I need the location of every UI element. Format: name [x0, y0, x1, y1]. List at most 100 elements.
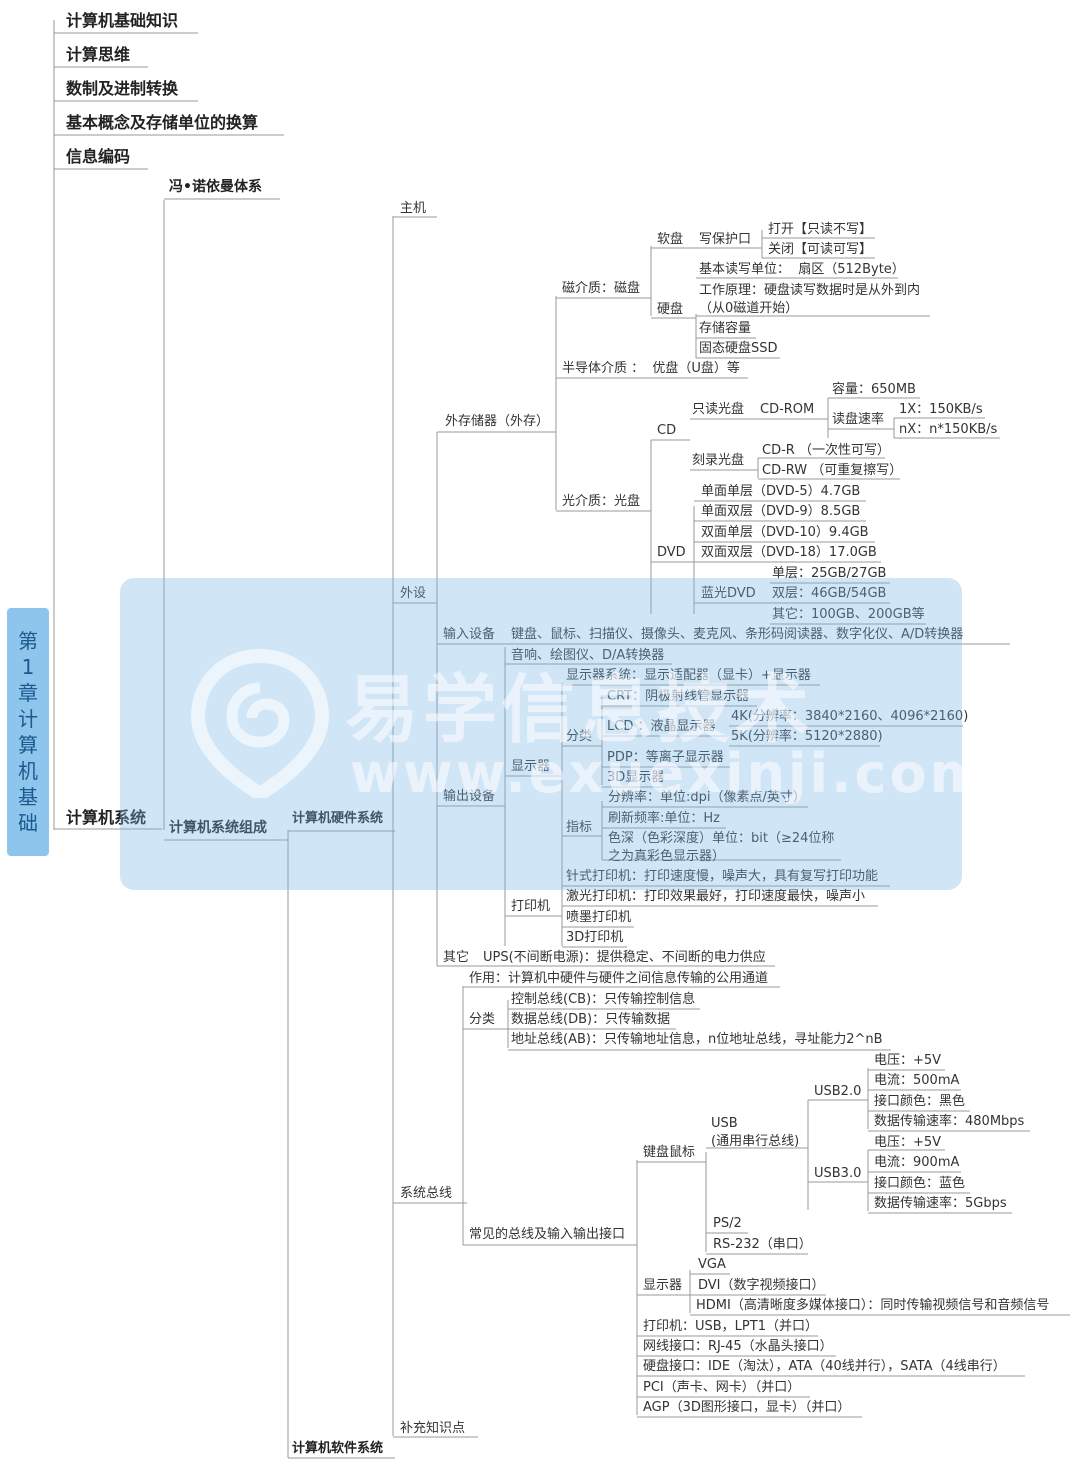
node-interfaces[interactable]: 常见的总线及输入输出接口	[469, 1227, 626, 1242]
leaf-laser[interactable]: 激光打印机：打印效果最好，打印速度最快，噪声小	[566, 889, 866, 904]
node-write-protect[interactable]: 写保护口	[699, 232, 752, 247]
leaf-dvi[interactable]: DVI（数字视频接口）	[698, 1278, 825, 1293]
node-output-devices[interactable]: 输出设备	[443, 789, 496, 804]
leaf-inkjet[interactable]: 喷墨打印机	[566, 910, 632, 925]
node-magnetic[interactable]: 磁介质：磁盘	[562, 281, 641, 296]
node-usb[interactable]: USB (通用串行总线)	[711, 1116, 800, 1149]
leaf-ps2[interactable]: PS/2	[713, 1216, 742, 1231]
node-cdrom[interactable]: CD-ROM	[760, 402, 815, 417]
leaf-resolution[interactable]: 分辨率：单位:dpi（像素点/英寸）	[608, 790, 806, 805]
leaf-wp-close[interactable]: 关闭【可读可写】	[768, 242, 873, 257]
leaf-agp[interactable]: AGP（3D图形接口，显卡）（并口）	[643, 1400, 851, 1415]
leaf-address-bus[interactable]: 地址总线(AB)：只传输地址信息，n位地址总线，寻址能力2^nB	[511, 1032, 883, 1047]
leaf-cdrw[interactable]: CD-RW （可重复擦写）	[762, 463, 903, 478]
leaf-pci[interactable]: PCI（声卡、网卡）（并口）	[643, 1380, 801, 1395]
leaf-hd-ssd[interactable]: 固态硬盘SSD	[699, 341, 778, 356]
topic-number-systems[interactable]: 数制及进制转换	[66, 79, 179, 98]
leaf-rs232[interactable]: RS-232（串口）	[713, 1237, 812, 1252]
leaf-usb3-color[interactable]: 接口颜色：蓝色	[874, 1176, 966, 1191]
leaf-refresh-rate[interactable]: 刷新频率:单位：Hz	[608, 811, 720, 826]
leaf-usb3-voltage[interactable]: 电压：+5V	[874, 1135, 942, 1150]
leaf-wp-open[interactable]: 打开【只读不写】	[768, 222, 873, 237]
leaf-lcd-5k[interactable]: 5K(分辨率：5120*2880)	[731, 729, 883, 744]
node-peripheral[interactable]: 外设	[400, 586, 427, 601]
leaf-dvd-18[interactable]: 双面双层（DVD-18）17.0GB	[701, 545, 877, 560]
node-display[interactable]: 显示器	[511, 759, 551, 774]
node-kbm[interactable]: 键盘鼠标	[643, 1145, 696, 1160]
leaf-dvd-10[interactable]: 双面单层（DVD-10）9.4GB	[701, 525, 869, 540]
leaf-capacity[interactable]: 容量：650MB	[832, 382, 916, 397]
leaf-usb2-voltage[interactable]: 电压：+5V	[874, 1053, 942, 1068]
leaf-rate-1x[interactable]: 1X：150KB/s	[899, 402, 983, 417]
leaf-usb2-current[interactable]: 电流：500mA	[874, 1073, 960, 1088]
topic-computer-system[interactable]: 计算机系统	[66, 808, 147, 827]
node-usb3[interactable]: USB3.0	[814, 1166, 862, 1181]
leaf-control-bus[interactable]: 控制总线(CB)：只传输控制信息	[511, 992, 696, 1007]
leaf-3d-printer[interactable]: 3D打印机	[566, 930, 624, 945]
node-floppy[interactable]: 软盘	[657, 232, 684, 247]
node-burn-disc[interactable]: 刻录光盘	[692, 453, 745, 468]
leaf-display-system[interactable]: 显示器系统：显示适配器（显卡）+显示器	[566, 668, 811, 683]
leaf-output-misc[interactable]: 音响、绘图仪、D/A转换器	[511, 648, 665, 663]
node-input-devices[interactable]: 输入设备	[443, 627, 496, 642]
node-dvd[interactable]: DVD	[657, 545, 686, 560]
leaf-3d-display[interactable]: 3D显示器	[607, 770, 665, 785]
leaf-printer-interface[interactable]: 打印机：USB，LPT1（并口）	[643, 1319, 818, 1334]
node-supplement[interactable]: 补充知识点	[400, 1421, 466, 1436]
leaf-usb3-rate[interactable]: 数据传输速率：5Gbps	[874, 1196, 1007, 1211]
node-monitor-interface[interactable]: 显示器	[643, 1278, 683, 1293]
node-lcd[interactable]: LCD ：液晶显示器	[607, 719, 716, 734]
leaf-hd-principle[interactable]: 工作原理：硬盘读写数据时是从外到内 （从0磁道开始）	[699, 283, 921, 316]
node-optical[interactable]: 光介质：光盘	[562, 494, 641, 509]
node-semiconductor[interactable]: 半导体介质 ： 优盘（U盘）等	[562, 361, 740, 376]
leaf-hd-capacity[interactable]: 存储容量	[699, 321, 752, 336]
leaf-usb2-rate[interactable]: 数据传输速率：480Mbps	[874, 1114, 1025, 1129]
node-cd[interactable]: CD	[657, 423, 677, 438]
leaf-ups[interactable]: UPS(不间断电源)：提供稳定、不间断的电力供应	[483, 950, 766, 965]
leaf-pdp[interactable]: PDP：等离子显示器	[607, 750, 724, 765]
node-external-storage[interactable]: 外存储器（外存）	[445, 414, 550, 429]
topic-computational-thinking[interactable]: 计算思维	[66, 45, 131, 64]
node-other[interactable]: 其它	[443, 950, 470, 965]
leaf-lcd-4k[interactable]: 4K(分辨率：3840*2160、4096*2160)	[731, 709, 969, 724]
leaf-color-depth[interactable]: 色深（色彩深度）单位：bit（≥24位称 之为真彩色显示器）	[608, 831, 835, 864]
node-bluray[interactable]: 蓝光DVD	[701, 586, 756, 601]
leaf-usb2-color[interactable]: 接口颜色：黑色	[874, 1094, 966, 1109]
leaf-input-list[interactable]: 键盘、鼠标、扫描仪、摄像头、麦克风、条形码阅读器、数字化仪、A/D转换器	[511, 627, 964, 642]
root-topic[interactable]: 第1章 计算机基础	[7, 608, 49, 856]
node-system-bus[interactable]: 系统总线	[400, 1186, 453, 1201]
node-read-rate[interactable]: 读盘速率	[832, 412, 885, 427]
topic-storage-units[interactable]: 基本概念及存储单位的换算	[66, 113, 259, 132]
node-bus-classify[interactable]: 分类	[469, 1012, 496, 1027]
leaf-bluray-other[interactable]: 其它：100GB、200GB等	[772, 607, 925, 622]
leaf-dvd-9[interactable]: 单面双层（DVD-9）8.5GB	[701, 504, 861, 519]
leaf-disk-interface[interactable]: 硬盘接口：IDE（淘汰），ATA（40线并行），SATA（4线串行）	[643, 1359, 1006, 1374]
topic-info-encoding[interactable]: 信息编码	[66, 147, 131, 166]
node-system-composition[interactable]: 计算机系统组成	[169, 820, 267, 836]
node-readonly-disc[interactable]: 只读光盘	[692, 402, 745, 417]
node-hard-disk[interactable]: 硬盘	[657, 302, 684, 317]
leaf-hdmi[interactable]: HDMI（高清晰度多媒体接口）：同时传输视频信号和音频信号	[696, 1298, 1050, 1313]
node-display-metric[interactable]: 指标	[566, 820, 593, 835]
leaf-bluray-double[interactable]: 双层：46GB/54GB	[772, 586, 887, 601]
leaf-vga[interactable]: VGA	[698, 1257, 726, 1272]
leaf-rate-nx[interactable]: nX：n*150KB/s	[899, 422, 998, 437]
node-host[interactable]: 主机	[400, 201, 427, 216]
leaf-data-bus[interactable]: 数据总线(DB)：只传输数据	[511, 1012, 671, 1027]
leaf-bluray-single[interactable]: 单层：25GB/27GB	[772, 566, 887, 581]
node-usb2[interactable]: USB2.0	[814, 1084, 862, 1099]
leaf-bus-role[interactable]: 作用：计算机中硬件与硬件之间信息传输的公用通道	[469, 971, 769, 986]
leaf-usb3-current[interactable]: 电流：900mA	[874, 1155, 960, 1170]
leaf-crt[interactable]: CRT：阴极射线管显示器	[607, 689, 750, 704]
leaf-dvd-5[interactable]: 单面单层（DVD-5）4.7GB	[701, 484, 861, 499]
leaf-hd-unit[interactable]: 基本读写单位： 扇区（512Byte）	[699, 262, 905, 277]
node-software-system[interactable]: 计算机软件系统	[292, 1441, 384, 1456]
node-display-classify[interactable]: 分类	[566, 729, 593, 744]
node-printer[interactable]: 打印机	[511, 899, 551, 914]
topic-basic-knowledge[interactable]: 计算机基础知识	[66, 11, 179, 30]
node-hardware-system[interactable]: 计算机硬件系统	[292, 811, 384, 826]
leaf-dot-matrix[interactable]: 针式打印机：打印速度慢，噪声大，具有复写打印功能	[566, 869, 879, 884]
leaf-network-interface[interactable]: 网线接口：RJ-45（水晶头接口）	[643, 1339, 833, 1354]
leaf-cdr[interactable]: CD-R （一次性可写）	[762, 443, 890, 458]
node-von-neumann[interactable]: 冯•诺依曼体系	[169, 179, 262, 195]
